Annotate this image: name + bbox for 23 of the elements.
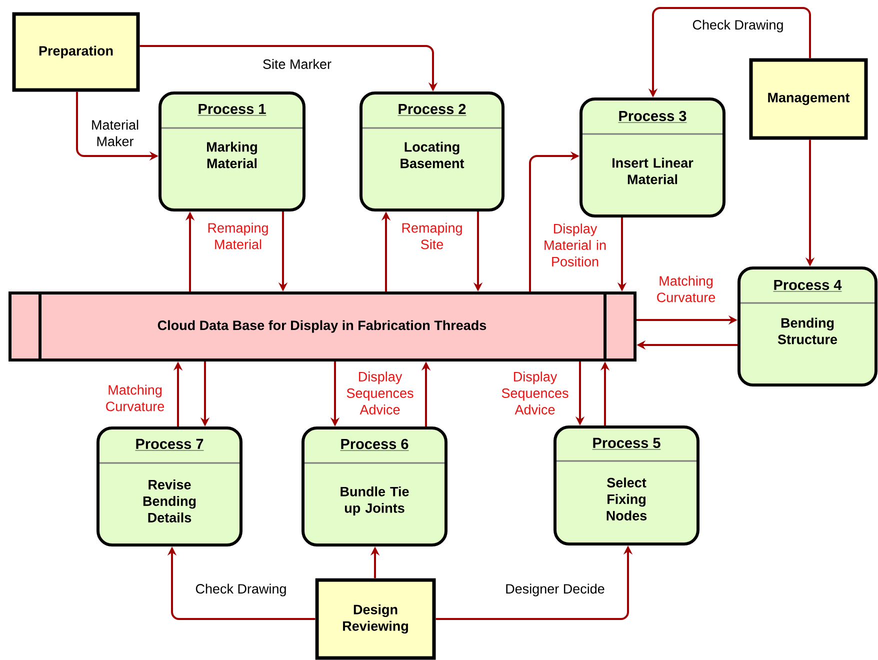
entity-box: Preparation bbox=[12, 12, 140, 92]
edge-label: Designer Decide bbox=[504, 582, 606, 598]
edge-label: Check Drawing bbox=[691, 18, 785, 34]
entity-box: Management bbox=[749, 58, 868, 140]
process-box: Process 1 Marking Material bbox=[158, 92, 306, 212]
edge-label: Remaping Site bbox=[391, 222, 473, 250]
edge-label: Matching Curvature bbox=[645, 274, 727, 304]
edge-label: Remaping Material bbox=[197, 222, 279, 250]
edge-label: Material Maker bbox=[84, 118, 146, 148]
process-box: Process 2 Locating Basement bbox=[360, 92, 504, 212]
edge-label: Display Sequences Advice bbox=[339, 370, 421, 416]
process-box: Process 3 Insert Linear Material bbox=[580, 98, 726, 218]
edge-label: Display Material in Position bbox=[534, 222, 616, 268]
process-box: Process 5 Select Fixing Nodes bbox=[554, 426, 700, 546]
process-box: Process 7 Revise Bending Details bbox=[96, 426, 242, 546]
edge-label: Display Sequences Advice bbox=[494, 370, 576, 416]
process-box: Process 6 Bundle Tie up Joints bbox=[302, 426, 448, 546]
edge-label: Matching Curvature bbox=[94, 384, 176, 412]
process-box: Process 4 Bending Structure bbox=[738, 266, 878, 386]
edge-label: Check Drawing bbox=[194, 582, 288, 598]
entity-box: Design Reviewing bbox=[315, 578, 436, 660]
edge-label: Site Marker bbox=[262, 58, 333, 70]
data-store-box: Cloud Data Base for Display in Fabrication Threads bbox=[8, 292, 636, 362]
